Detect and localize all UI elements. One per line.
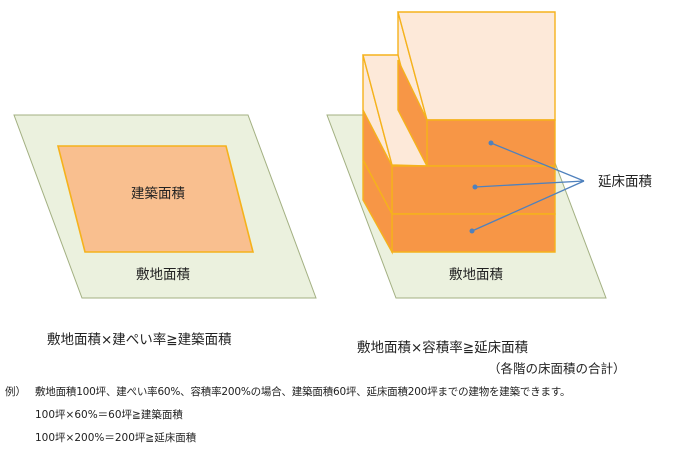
building-area-shape: [56, 145, 255, 253]
example-prefix: 例）: [5, 386, 26, 398]
example-line-3: 100坪×200%＝200坪≧延床面積: [35, 432, 197, 444]
coverage-formula: 敷地面積×建ぺい率≧建築面積: [47, 332, 232, 348]
pointer-dot-middle: [472, 184, 478, 190]
pointer-line-middle: [474, 180, 585, 188]
pointer-line-lower: [471, 180, 585, 232]
left-site-label: 敷地面積: [136, 267, 190, 283]
pointer-line-upper: [490, 142, 585, 182]
floor-ratio-note: （各階の床面積の合計）: [488, 361, 626, 376]
right-site-label: 敷地面積: [449, 267, 503, 283]
floor-ratio-formula: 敷地面積×容積率≧延床面積: [357, 340, 529, 356]
building-area-label: 建築面積: [131, 186, 185, 202]
example-line-1: 敷地面積100坪、建ぺい率60%、容積率200%の場合、建築面積60坪、延床面積…: [35, 386, 571, 398]
floor-2: [391, 165, 556, 215]
total-floor-area-label: 延床面積: [598, 174, 652, 190]
pointer-dot-lower: [469, 228, 475, 234]
pointer-lines: [469, 140, 585, 234]
pointer-dot-upper: [488, 140, 494, 146]
example-line-2: 100坪×60%＝60坪≧建築面積: [35, 409, 183, 421]
floor-1-left-edge: [362, 159, 393, 255]
